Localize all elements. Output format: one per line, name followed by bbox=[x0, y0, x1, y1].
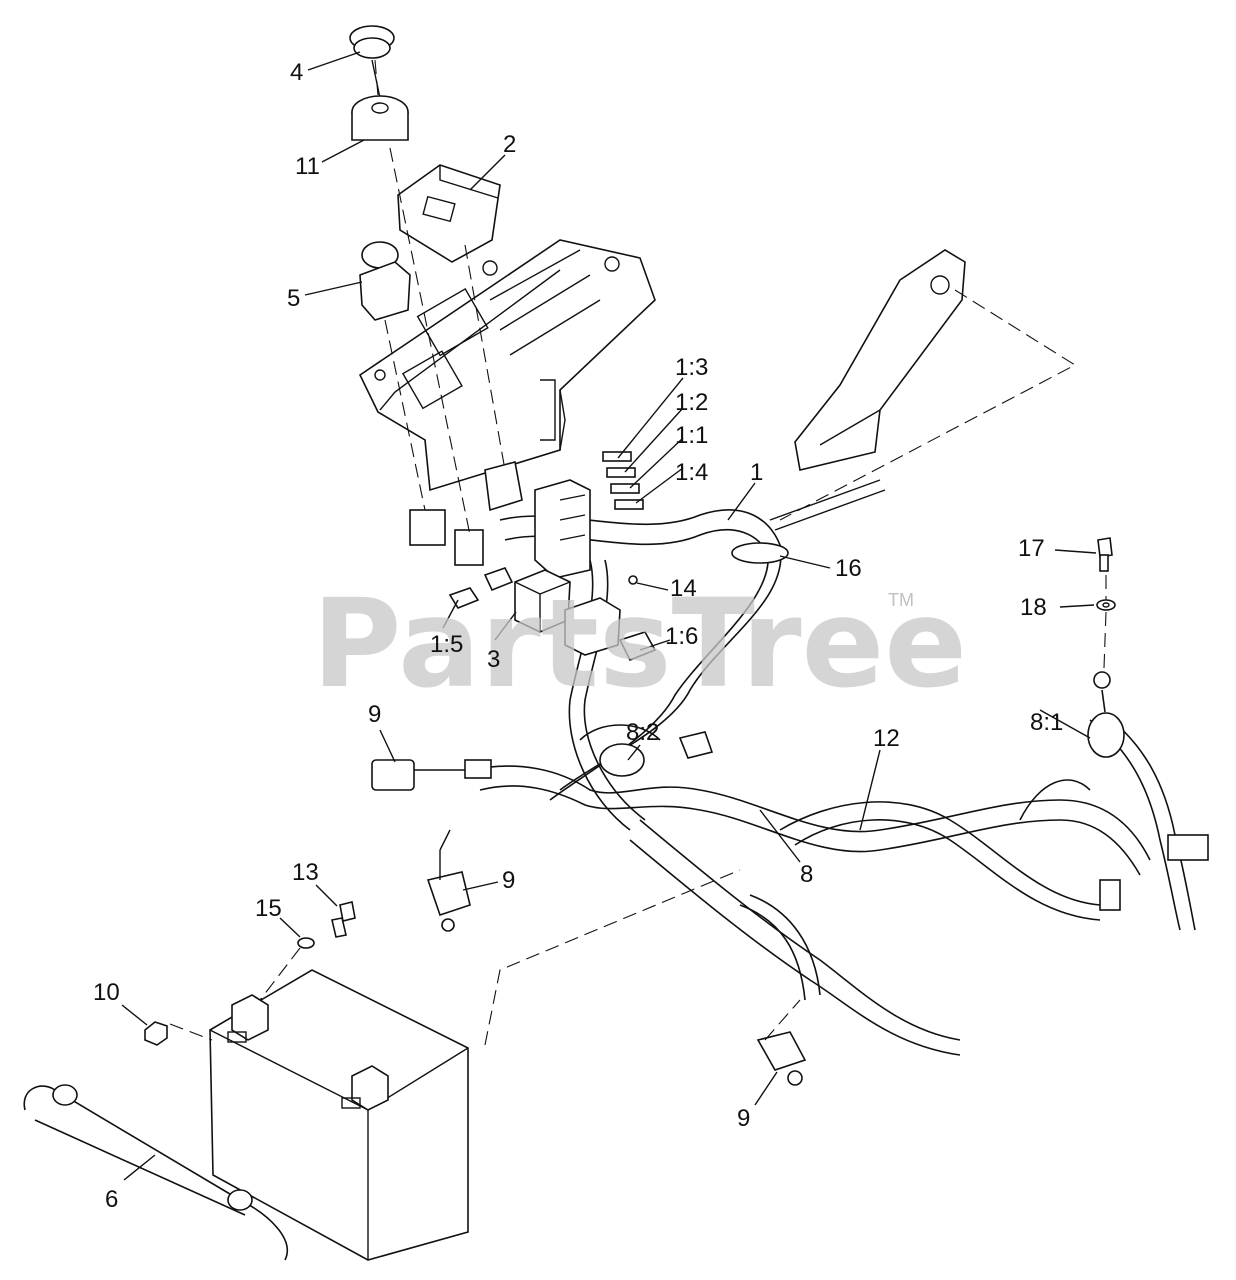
callout-1-3: 1:3 bbox=[675, 354, 708, 381]
callout-14: 14 bbox=[670, 575, 697, 602]
callout-8: 8 bbox=[800, 861, 813, 888]
right-connectors bbox=[1099, 834, 1209, 911]
battery-bolt bbox=[297, 901, 356, 949]
callout-1-6: 1:6 bbox=[665, 623, 698, 650]
callout-10: 10 bbox=[93, 979, 120, 1006]
ground-bolt bbox=[1096, 537, 1116, 611]
callout-9-seat: 9 bbox=[502, 867, 515, 894]
ignition-key bbox=[349, 25, 395, 99]
callout-4: 4 bbox=[290, 59, 303, 86]
watermark-trademark: TM bbox=[888, 590, 914, 610]
callout-1-5: 1:5 bbox=[430, 631, 463, 658]
callout-6: 6 bbox=[105, 1186, 118, 1213]
callout-18: 18 bbox=[1020, 594, 1047, 621]
callout-13: 13 bbox=[292, 859, 319, 886]
battery bbox=[209, 969, 469, 1261]
screw-14 bbox=[628, 575, 638, 585]
callout-8-2: 8:2 bbox=[626, 719, 659, 746]
watermark-text: PartsTree bbox=[312, 573, 967, 715]
leader-lines bbox=[121, 51, 1097, 1181]
callout-1-2: 1:2 bbox=[675, 389, 708, 416]
battery-cables bbox=[599, 671, 1125, 777]
callout-9-left: 9 bbox=[368, 701, 381, 728]
safety-switch-seat bbox=[426, 829, 471, 932]
callout-1: 1 bbox=[750, 459, 763, 486]
callout-2: 2 bbox=[503, 131, 516, 158]
callout-1-1: 1:1 bbox=[675, 422, 708, 449]
callout-11: 11 bbox=[295, 153, 320, 180]
side-bracket bbox=[794, 249, 966, 471]
callout-1-4: 1:4 bbox=[675, 459, 708, 486]
fuses bbox=[602, 451, 644, 510]
callout-labels: 4 11 2 5 1:3 1:2 1:1 1:4 1 16 14 1:5 3 1… bbox=[93, 59, 1063, 1213]
callout-16: 16 bbox=[835, 555, 862, 582]
relay bbox=[514, 569, 571, 633]
callout-9-lower: 9 bbox=[737, 1105, 750, 1132]
ignition-switch bbox=[351, 95, 409, 141]
callout-8-1: 8:1 bbox=[1030, 709, 1063, 736]
hex-nut bbox=[144, 1021, 168, 1046]
pto-switch bbox=[359, 241, 411, 321]
callout-15: 15 bbox=[255, 895, 282, 922]
callout-17: 17 bbox=[1018, 535, 1045, 562]
callout-3: 3 bbox=[487, 646, 500, 673]
hour-meter-display bbox=[397, 164, 501, 263]
relay-socket bbox=[564, 597, 657, 662]
safety-switch-lower bbox=[756, 1031, 807, 1086]
control-panel-bracket bbox=[358, 239, 656, 492]
alignment-lines bbox=[169, 59, 1107, 1046]
safety-switch-left bbox=[371, 759, 492, 791]
main-wire-harness bbox=[469, 479, 1196, 1056]
callout-5: 5 bbox=[287, 285, 300, 312]
callout-12: 12 bbox=[873, 725, 900, 752]
harness-connectors bbox=[409, 461, 591, 609]
